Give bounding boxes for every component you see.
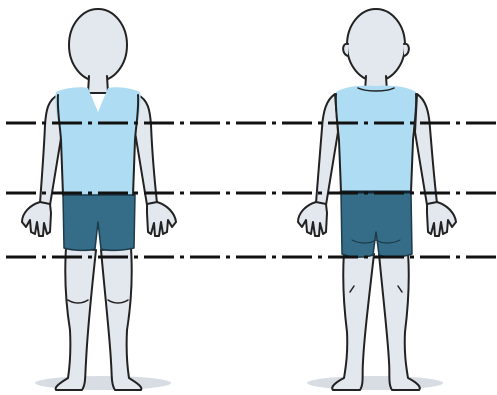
- back-right-hand: [427, 202, 456, 236]
- front-right-leg: [101, 248, 141, 390]
- back-left-arm: [316, 94, 338, 205]
- front-shorts: [63, 195, 135, 250]
- back-left-hand: [298, 202, 327, 236]
- back-figure: [298, 9, 456, 390]
- front-head: [69, 9, 127, 81]
- back-right-arm: [415, 94, 437, 205]
- back-shirt: [335, 86, 416, 192]
- front-left-hand: [22, 202, 51, 236]
- back-right-leg: [379, 252, 420, 390]
- back-left-ear: [343, 44, 348, 56]
- back-head: [347, 9, 405, 81]
- back-shorts: [341, 192, 412, 257]
- front-left-leg: [56, 248, 96, 390]
- front-right-hand: [147, 202, 176, 236]
- back-left-leg: [332, 252, 374, 390]
- front-neck: [88, 76, 108, 93]
- back-right-ear: [404, 44, 409, 56]
- back-figure-shadow: [307, 376, 443, 390]
- front-figure: [22, 9, 176, 390]
- front-shirt: [55, 87, 140, 195]
